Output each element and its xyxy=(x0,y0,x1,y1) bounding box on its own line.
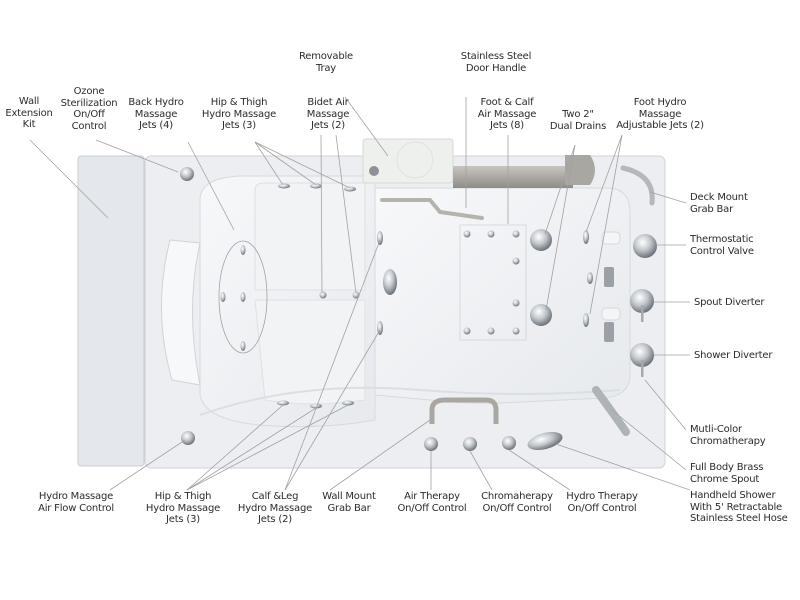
wall-extension-panel xyxy=(77,155,145,467)
label-back-hydro-jets: Back Hydro Massage Jets (4) xyxy=(128,97,184,131)
label-spout-diverter: Spout Diverter xyxy=(694,297,765,308)
removable-tray xyxy=(362,138,454,184)
handheld-shower xyxy=(527,431,563,451)
tub-deck xyxy=(144,155,666,469)
leader-lines xyxy=(29,96,691,491)
ozone-button xyxy=(180,167,194,181)
label-bidet-air-jets: Bidet Air Massage Jets (2) xyxy=(306,97,350,131)
spout-diverter xyxy=(630,289,654,322)
back-hydro-jets xyxy=(220,245,246,351)
air-flow-button xyxy=(181,431,195,445)
label-deck-grab-bar: Deck Mount Grab Bar xyxy=(690,192,748,215)
door-bar xyxy=(380,155,595,220)
label-ozone-sterilization: Ozone Sterilization On/Off Control xyxy=(60,86,118,132)
label-hydro-therapy-control: Hydro Therapy On/Off Control xyxy=(566,491,638,514)
bidet-air-jets xyxy=(319,291,360,299)
label-hip-thigh-jets-top: Hip & Thigh Hydro Massage Jets (3) xyxy=(201,97,277,131)
label-calf-leg-jets: Calf &Leg Hydro Massage Jets (2) xyxy=(237,491,313,525)
label-air-therapy-control: Air Therapy On/Off Control xyxy=(397,491,467,514)
hip-thigh-jets-top xyxy=(278,183,356,192)
foot-calf-air-jets xyxy=(463,230,520,335)
label-handheld-shower: Handheld Shower With 5' Retractable Stai… xyxy=(690,490,788,524)
chromatherapy-lights xyxy=(601,231,621,342)
label-hip-thigh-jets-bottom: Hip & Thigh Hydro Massage Jets (3) xyxy=(145,491,221,525)
label-door-handle: Stainless Steel Door Handle xyxy=(460,51,532,74)
label-chromatherapy: Mutli-Color Chromatherapy xyxy=(690,424,766,447)
label-thermostatic-valve: Thermostatic Control Valve xyxy=(690,234,754,257)
calf-leg-jets xyxy=(377,231,397,335)
foot-hydro-jets xyxy=(583,230,593,327)
label-removable-tray: Removable Tray xyxy=(298,51,354,74)
wall-grab-bar xyxy=(429,397,499,424)
label-foot-hydro-jets: Foot Hydro Massage Adjustable Jets (2) xyxy=(616,97,704,131)
label-foot-calf-air-jets: Foot & Calf Air Massage Jets (8) xyxy=(477,97,537,131)
label-brass-spout: Full Body Brass Chrome Spout xyxy=(690,462,764,485)
label-dual-drains: Two 2" Dual Drains xyxy=(549,109,607,132)
deck-grab-bar xyxy=(620,165,655,206)
hip-thigh-jets-bottom xyxy=(277,400,354,409)
thermostatic-valve xyxy=(633,234,657,258)
label-air-flow-control: Hydro Massage Air Flow Control xyxy=(38,491,114,514)
shower-diverter xyxy=(630,343,654,377)
label-wall-extension-kit: Wall Extension Kit xyxy=(5,96,53,130)
label-wall-grab-bar: Wall Mount Grab Bar xyxy=(322,491,376,514)
dual-drains xyxy=(530,229,552,326)
label-chromatherapy-control: Chromaherapy On/Off Control xyxy=(481,491,553,514)
label-shower-diverter: Shower Diverter xyxy=(694,350,773,361)
control-buttons xyxy=(424,436,516,451)
brass-spout xyxy=(592,386,630,436)
